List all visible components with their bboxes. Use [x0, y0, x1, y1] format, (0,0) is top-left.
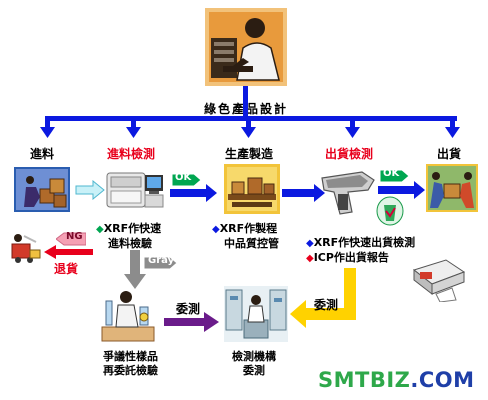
- red-return-arrow: [44, 244, 94, 263]
- note-production-xrf: ◆XRF作製程 中品質控管: [212, 222, 279, 250]
- ng-badge-label: NG: [66, 231, 83, 242]
- handheld-xrf-gun-icon: [318, 168, 378, 216]
- note-line: 中品質控管: [224, 237, 279, 250]
- gray-flow-arrow: [124, 250, 146, 294]
- designer-at-computer-icon: [205, 8, 287, 86]
- caption-line: 再委託檢驗: [103, 364, 158, 377]
- stage-shipment: 出貨: [437, 147, 462, 161]
- cyan-flow-arrow: [75, 179, 105, 204]
- recycle-bin-icon: [376, 196, 404, 226]
- ok-badge-shipment: OK: [379, 168, 410, 183]
- note-line: XRF作製程: [219, 222, 278, 235]
- watermark-part2: .COM: [410, 368, 475, 392]
- hierarchy-connector: [40, 86, 460, 138]
- yellow-flow-arrow: [290, 268, 360, 338]
- note-line: 進料檢驗: [108, 237, 152, 250]
- note-line: XRF作快速出貨檢測: [313, 236, 416, 249]
- gray-badge-label: Gray: [148, 255, 175, 266]
- shipping-workers-icon: [426, 164, 478, 212]
- scientist-icon: [100, 287, 156, 343]
- stage-incoming: 進料: [30, 147, 55, 161]
- xrf-analyzer-icon: [105, 165, 165, 217]
- watermark-part1: SMTBIZ: [318, 368, 411, 392]
- caption-line: 檢測機構: [232, 350, 276, 363]
- stage-shipment-inspection: 出貨檢測: [325, 147, 374, 161]
- ok-badge-label: OK: [383, 168, 400, 179]
- note-line: XRF作快速: [103, 222, 162, 235]
- note-shipment: ◆XRF作快速出貨檢測 ◆ICP作出貨報告: [306, 236, 416, 264]
- ok-badge-incoming: OK: [171, 172, 202, 187]
- label-outsource-right: 委測: [314, 298, 339, 312]
- blue-flow-arrow: [378, 181, 426, 203]
- stage-production: 生產製造: [225, 147, 274, 161]
- laboratory-icon: [224, 286, 288, 342]
- caption-line: 委測: [243, 364, 265, 377]
- caption-line: 爭議性樣品: [103, 350, 158, 363]
- label-return: 退貨: [54, 262, 79, 276]
- report-printer-icon: [406, 250, 468, 303]
- caption-disputed: 爭議性樣品 再委託檢驗: [103, 350, 158, 378]
- warehouse-worker-icon: [14, 167, 70, 212]
- factory-conveyor-icon: [224, 164, 280, 214]
- caption-lab: 檢測機構 委測: [232, 350, 276, 378]
- return-truck-icon: [8, 232, 46, 264]
- ok-badge-label: OK: [175, 172, 192, 183]
- purple-flow-arrow: [164, 312, 220, 336]
- label-outsource-left: 委測: [176, 302, 201, 316]
- ng-badge: NG: [55, 231, 87, 246]
- watermark: SMTBIZ.COM: [318, 368, 475, 392]
- blue-flow-arrow: [170, 184, 218, 206]
- gray-badge: Gray: [143, 255, 178, 270]
- note-incoming-xrf: ◆XRF作快速 進料檢驗: [96, 222, 162, 250]
- blue-flow-arrow: [282, 184, 326, 206]
- note-line: ICP作出貨報告: [313, 251, 389, 264]
- stage-incoming-inspection: 進料檢測: [107, 147, 156, 161]
